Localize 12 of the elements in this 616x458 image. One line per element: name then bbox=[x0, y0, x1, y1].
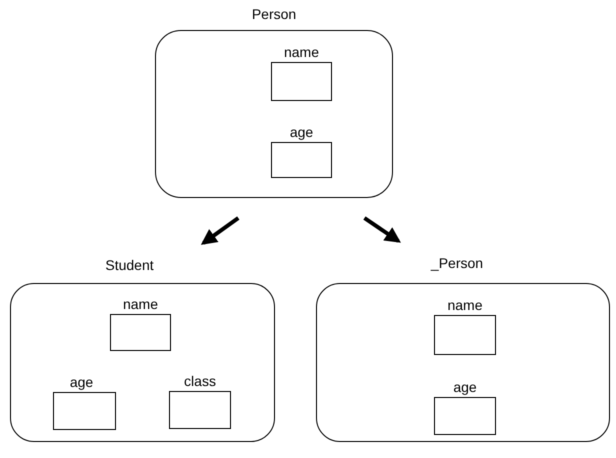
field-label: name bbox=[284, 44, 320, 60]
arrow bbox=[200, 216, 240, 245]
field-label: class bbox=[184, 373, 216, 389]
class-title: Student bbox=[105, 257, 154, 273]
field-label: name bbox=[122, 296, 158, 312]
field-label: age bbox=[290, 124, 314, 140]
class-title: Person bbox=[252, 6, 296, 22]
arrow bbox=[363, 216, 401, 243]
field-label: name bbox=[447, 297, 483, 313]
class-title: _Person bbox=[430, 255, 484, 271]
field-label: age bbox=[453, 379, 477, 395]
field-label: age bbox=[70, 374, 94, 390]
